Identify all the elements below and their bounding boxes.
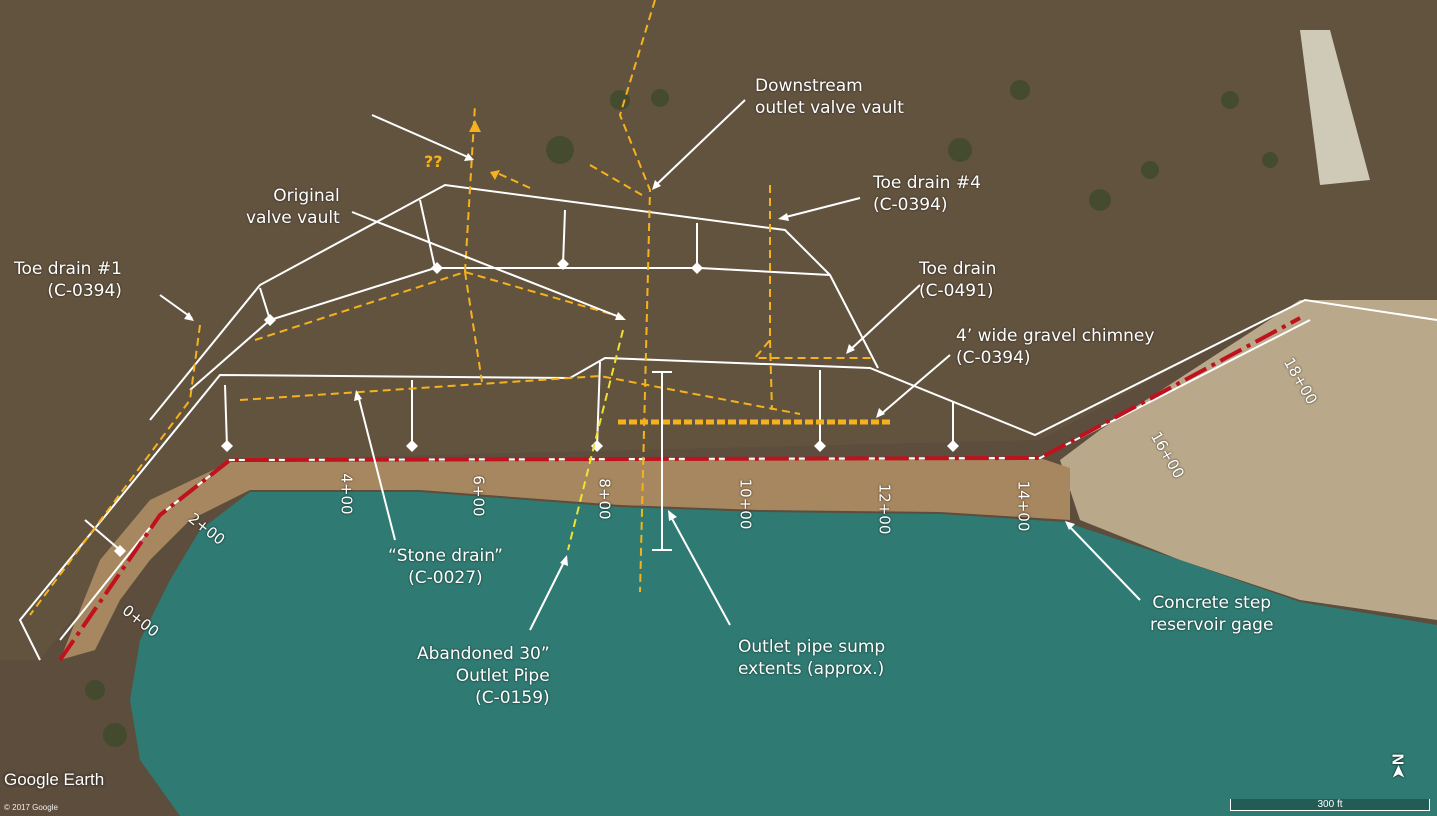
toe-drain-lines bbox=[29, 0, 875, 616]
station-10-00: 10+00 bbox=[736, 478, 755, 530]
vegetation bbox=[85, 80, 1278, 747]
label-toe-drain-4: Toe drain #4 (C-0394) bbox=[873, 173, 981, 215]
drain-arrowhead bbox=[469, 120, 481, 132]
reservoir-water bbox=[130, 492, 1437, 816]
station-12-00: 12+00 bbox=[875, 483, 894, 535]
leader-arrowheads bbox=[184, 153, 1075, 566]
sump-extent bbox=[652, 371, 672, 551]
label-abandoned-outlet-pipe: Abandoned 30” Outlet Pipe (C-0159) bbox=[417, 644, 550, 708]
dam-centerline bbox=[58, 316, 1301, 662]
riprap-band bbox=[60, 458, 1070, 660]
station-4-00: 4+00 bbox=[337, 473, 356, 515]
abandoned-pipe-line bbox=[567, 329, 624, 551]
label-original-valve-vault: Original valve vault bbox=[246, 186, 340, 228]
copyright-text: © 2017 Google bbox=[4, 803, 58, 812]
drain-arrowhead bbox=[490, 170, 500, 180]
label-downstream-outlet-valve-vault: Downstream outlet valve vault bbox=[755, 76, 904, 118]
spillway-chute bbox=[1300, 30, 1370, 185]
label-toe-drain-1: Toe drain #1 (C-0394) bbox=[14, 259, 122, 301]
google-earth-logo: Google Earth bbox=[4, 770, 105, 789]
label-gravel-chimney: 4’ wide gravel chimney (C-0394) bbox=[956, 326, 1155, 368]
scale-bar bbox=[1230, 799, 1430, 811]
upland-terrain bbox=[0, 0, 1437, 660]
label-concrete-step-gage: Concrete step reservoir gage bbox=[1150, 593, 1274, 635]
station-6-00: 6+00 bbox=[469, 475, 488, 517]
north-label: N bbox=[1390, 753, 1408, 766]
station-8-00: 8+00 bbox=[595, 478, 614, 520]
label-stone-drain: “Stone drain” (C-0027) bbox=[388, 546, 503, 588]
leader-lines bbox=[159, 99, 1141, 631]
label-unknown-drain: ?? bbox=[424, 152, 443, 171]
label-outlet-pipe-sump: Outlet pipe sump extents (approx.) bbox=[738, 637, 886, 679]
north-arrow-icon: ➤N bbox=[1390, 753, 1408, 779]
beach-sand bbox=[1060, 300, 1437, 620]
station-14-00: 14+00 bbox=[1014, 480, 1033, 532]
scale-bar-label: 300 ft bbox=[1317, 799, 1343, 810]
label-toe-drain-c0491: Toe drain (C-0491) bbox=[919, 259, 997, 301]
